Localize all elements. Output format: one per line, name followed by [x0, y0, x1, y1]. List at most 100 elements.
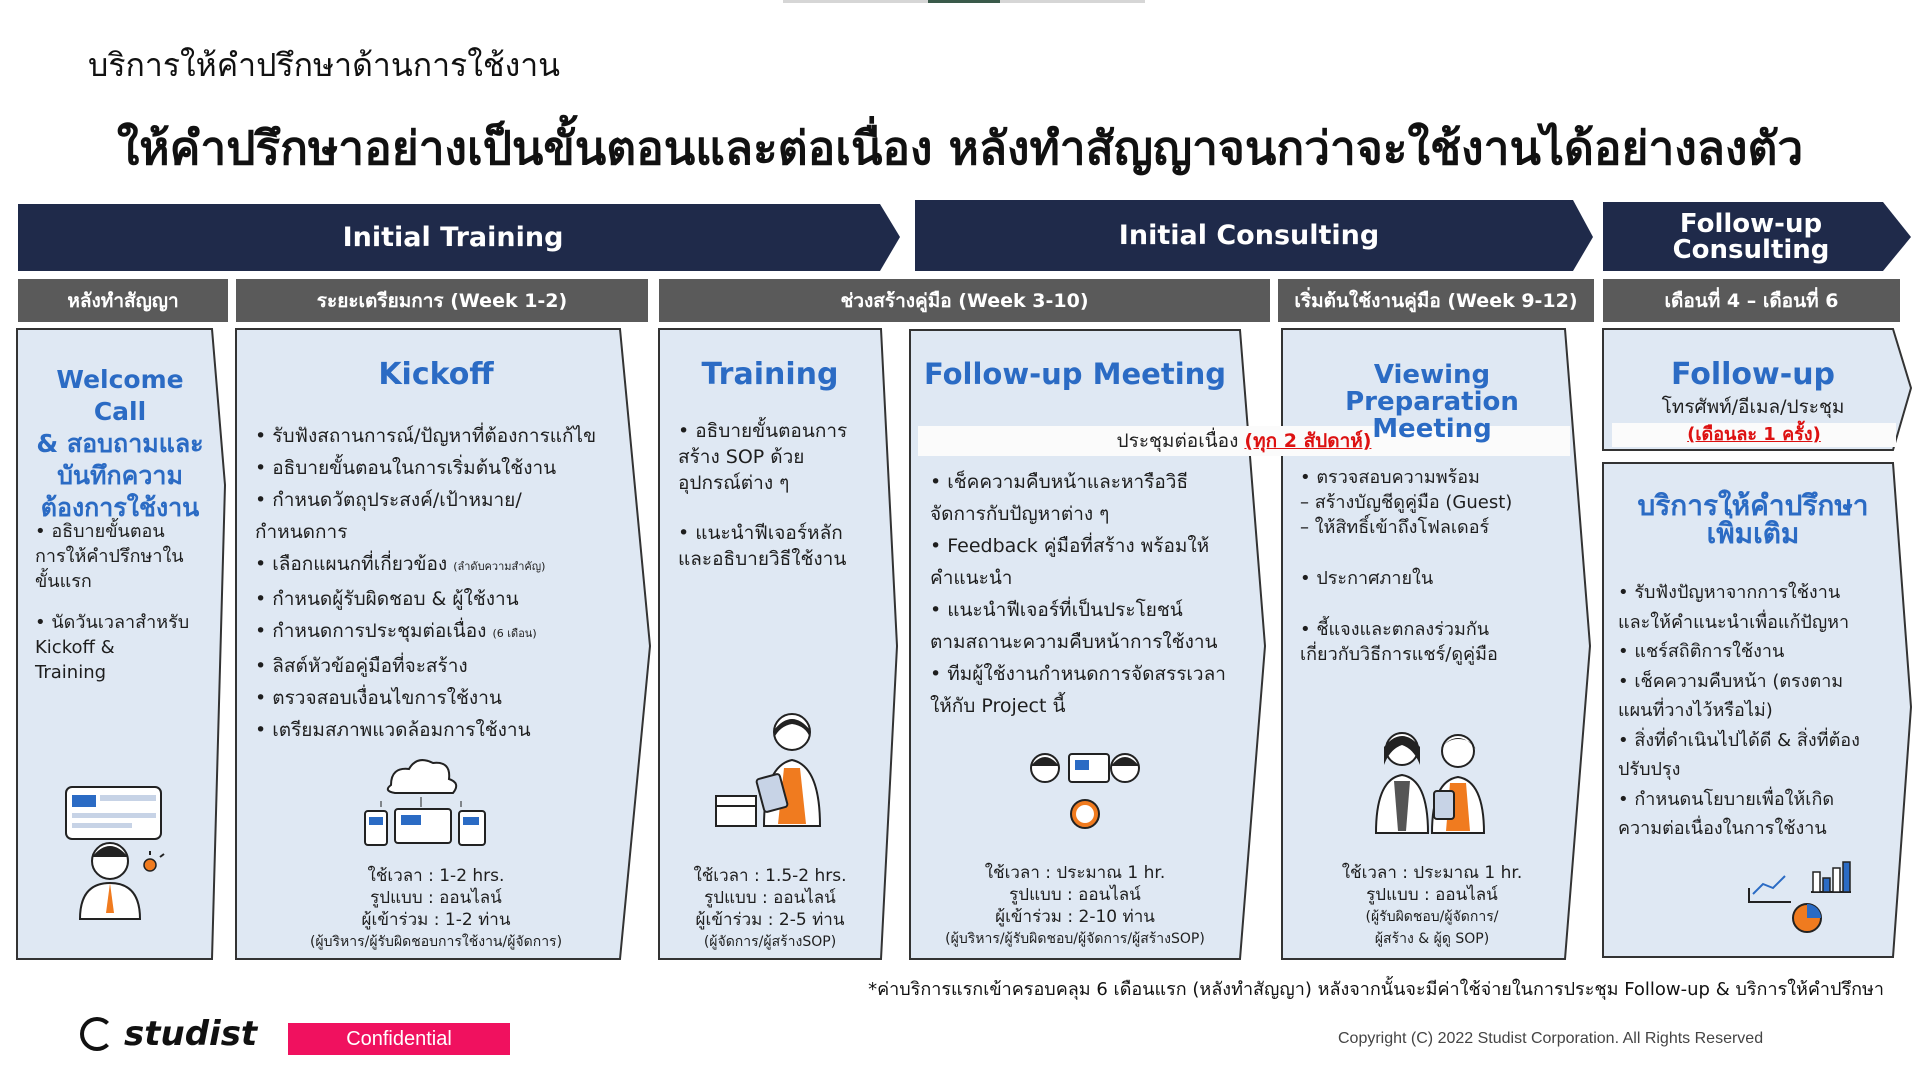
list-item: และอธิบายวิธีใช้งาน — [678, 548, 847, 570]
list-item: • ลิสต์หัวข้อคู่มือที่จะสร้าง — [255, 655, 468, 677]
spacer — [1300, 540, 1512, 566]
training-bullets: • อธิบายขั้นตอนการ สร้าง SOP ด้วย อุปกรณ… — [678, 418, 847, 572]
meta-line: รูปแบบ : ออนไลน์ — [1009, 885, 1141, 905]
list-item: • อธิบายขั้นตอนการ — [678, 420, 848, 442]
training-title: Training — [701, 357, 839, 392]
phase-label: Initial Training — [342, 222, 564, 253]
meta-line: ผู้สร้าง & ผู้ดู SOP) — [1374, 931, 1490, 947]
list-item: และให้คำแนะนำเพื่อแก้ปัญหา — [1618, 611, 1850, 633]
title-line: Viewing — [1373, 360, 1491, 390]
phase-initial-consulting: Initial Consulting — [915, 200, 1583, 271]
section-title: บริการให้คำปรึกษาด้านการใช้งาน — [88, 46, 561, 84]
phase-followup-consulting: Follow-up Consulting — [1603, 202, 1899, 271]
spacer — [678, 496, 847, 520]
title-line: บริการให้คำปรึกษา — [1637, 489, 1869, 522]
frequency-label: (ทุก 2 สัปดาห์) — [1244, 430, 1372, 452]
spacer — [1300, 591, 1512, 617]
frequency-label: (เดือนละ 1 ครั้ง) — [1687, 424, 1821, 445]
list-item: เกี่ยวกับวิธีการแชร์/ดูคู่มือ — [1300, 644, 1498, 665]
meta-line: ใช้เวลา : 1.5-2 hrs. — [693, 866, 847, 886]
list-item: • อธิบายขั้นตอน — [35, 521, 165, 542]
note: (ลำดับความสำคัญ) — [453, 560, 546, 573]
followup-frequency-banner: (เดือนละ 1 ครั้ง) — [1612, 423, 1896, 447]
confidential-label: Confidential — [288, 1023, 510, 1055]
spacer — [35, 594, 189, 610]
viewing-bullets: • ตรวจสอบความพร้อม – สร้างบัญชีดูคู่มือ … — [1300, 465, 1512, 667]
kickoff-bullets: • รับฟังสถานการณ์/ปัญหาที่ต้องการแก้ไข •… — [255, 420, 596, 746]
training-meta: ใช้เวลา : 1.5-2 hrs. รูปแบบ : ออนไลน์ ผู… — [659, 865, 881, 953]
copyright: Copyright (C) 2022 Studist Corporation. … — [1338, 1030, 1764, 1047]
title-line: บันทึกความ — [57, 461, 183, 490]
list-item: Training — [35, 662, 107, 683]
list-item: • ชี้แจงและตกลงร่วมกัน — [1300, 619, 1490, 640]
meta-line: (ผู้บริหาร/ผู้รับผิดชอบ/ผู้จัดการ/ผู้สร้… — [945, 931, 1205, 947]
fee-footnote: *ค่าบริการแรกเข้าครอบคลุม 6 เดือนแรก (หล… — [868, 979, 1884, 1000]
list-item: อุปกรณ์ต่าง ๆ — [678, 472, 790, 494]
list-item: กำหนดการ — [255, 521, 348, 543]
logo-mark-icon — [80, 1017, 114, 1051]
phase-label: Initial Consulting — [1118, 220, 1380, 251]
list-item: คำแนะนำ — [930, 567, 1013, 589]
list-item: • กำหนดผู้รับผิดชอบ & ผู้ใช้งาน — [255, 588, 519, 610]
list-item: • เตรียมสภาพแวดล้อมการใช้งาน — [255, 719, 531, 741]
list-item: • แนะนำฟีเจอร์หลัก — [678, 522, 843, 544]
continuous-meeting-banner: ประชุมต่อเนื่อง (ทุก 2 สัปดาห์) — [918, 426, 1570, 456]
list-item-text: • เลือกแผนกที่เกี่ยวข้อง — [255, 553, 448, 575]
list-item: • เช็คความคืบหน้าและหารือวิธี — [930, 471, 1189, 493]
followup-meeting-meta: ใช้เวลา : ประมาณ 1 hr. รูปแบบ : ออนไลน์ … — [910, 862, 1240, 950]
meta-line: รูปแบบ : ออนไลน์ — [704, 888, 836, 908]
additional-bullets: • รับฟังปัญหาจากการใช้งาน และให้คำแนะนำเ… — [1618, 578, 1860, 844]
list-item: • นัดวันเวลาสำหรับ — [35, 612, 190, 633]
welcome-call-title: Welcome Call & สอบถามและ บันทึกความ ต้อง… — [30, 364, 210, 524]
list-item: สร้าง SOP ด้วย — [678, 446, 805, 468]
meta-line: ใช้เวลา : 1-2 hrs. — [367, 866, 505, 886]
phase-arrows — [18, 200, 1911, 271]
meta-line: ผู้เข้าร่วม : 2-10 ท่าน — [995, 907, 1155, 927]
meeting-people-icon — [1030, 753, 1140, 829]
list-item: • อธิบายขั้นตอนในการเริ่มต้นใช้งาน — [255, 457, 557, 479]
two-people-illustration — [1374, 732, 1486, 834]
list-item: • กำหนดนโยบายเพื่อให้เกิด — [1618, 788, 1835, 810]
list-item: • เช็คความคืบหน้า (ตรงตาม — [1618, 670, 1844, 692]
kickoff-meta: ใช้เวลา : 1-2 hrs. รูปแบบ : ออนไลน์ ผู้เ… — [236, 865, 636, 953]
followup-meeting-bullets: • เช็คความคืบหน้าและหารือวิธี จัดการกับป… — [930, 466, 1226, 722]
logo-text: studist — [124, 1014, 258, 1054]
list-item: ปรับปรุง — [1618, 759, 1681, 780]
meta-line: (ผู้รับผิดชอบ/ผู้จัดการ/ — [1365, 909, 1499, 925]
page-title: ให้คำปรึกษาอย่างเป็นขั้นตอนและต่อเนื่อง … — [116, 121, 1804, 175]
title-line: & สอบถามและ — [36, 429, 204, 458]
list-item: • ตรวจสอบความพร้อม — [1300, 467, 1480, 488]
list-item: ให้กับ Project นี้ — [930, 695, 1066, 717]
welcome-bullets: • อธิบายขั้นตอน การให้คำปรึกษาใน ขั้นแรก… — [35, 519, 189, 685]
followup-title: Follow-up — [1670, 357, 1836, 392]
additional-consulting-title: บริการให้คำปรึกษา เพิ่มเติม — [1603, 492, 1903, 548]
meta-line: ใช้เวลา : ประมาณ 1 hr. — [1341, 863, 1523, 883]
list-item: • Feedback คู่มือที่สร้าง พร้อมให้ — [930, 535, 1210, 557]
list-item: • แนะนำฟีเจอร์ที่เป็นประโยชน์ — [930, 599, 1183, 621]
title-line: Welcome Call — [56, 365, 184, 426]
stage-after-contract: หลังทำสัญญา — [18, 279, 228, 322]
title-line: เพิ่มเติม — [1706, 517, 1800, 550]
meta-line: รูปแบบ : ออนไลน์ — [1366, 885, 1498, 905]
meta-line: (ผู้บริหาร/ผู้รับผิดชอบการใช้งาน/ผู้จัดก… — [309, 934, 563, 950]
meta-line: ใช้เวลา : ประมาณ 1 hr. — [984, 863, 1166, 883]
stage-start-using: เริ่มต้นใช้งานคู่มือ (Week 9-12) — [1278, 279, 1594, 322]
viewing-meta: ใช้เวลา : ประมาณ 1 hr. รูปแบบ : ออนไลน์ … — [1282, 862, 1582, 950]
meta-line: (ผู้จัดการ/ผู้สร้างSOP) — [703, 934, 837, 950]
list-item: – ให้สิทธิ์เข้าถึงโฟลเดอร์ — [1300, 517, 1490, 538]
list-item: • สิ่งที่ดำเนินไปได้ดี & สิ่งที่ต้อง — [1618, 729, 1860, 751]
stage-months: เดือนที่ 4 – เดือนที่ 6 — [1603, 279, 1900, 322]
list-item: • แชร์สถิติการใช้งาน — [1618, 641, 1785, 662]
title-line: ต้องการใช้งาน — [40, 493, 200, 522]
list-item: แผนที่วางไว้หรือไม่) — [1618, 700, 1773, 721]
list-item: • รับฟังสถานการณ์/ปัญหาที่ต้องการแก้ไข — [255, 425, 597, 447]
list-item: • ตรวจสอบเงื่อนไขการใช้งาน — [255, 687, 502, 709]
meta-line: ผู้เข้าร่วม : 1-2 ท่าน — [361, 910, 511, 930]
list-item: – สร้างบัญชีดูคู่มือ (Guest) — [1300, 492, 1513, 513]
list-item: • กำหนดการประชุมต่อเนื่อง (6 เดือน) — [255, 615, 596, 650]
list-item: จัดการกับปัญหาต่าง ๆ — [930, 503, 1110, 525]
meta-line: รูปแบบ : ออนไลน์ — [370, 888, 502, 908]
list-item: • ประกาศภายใน — [1300, 568, 1434, 589]
charts-icon — [1748, 861, 1851, 933]
note: (6 เดือน) — [492, 627, 537, 640]
